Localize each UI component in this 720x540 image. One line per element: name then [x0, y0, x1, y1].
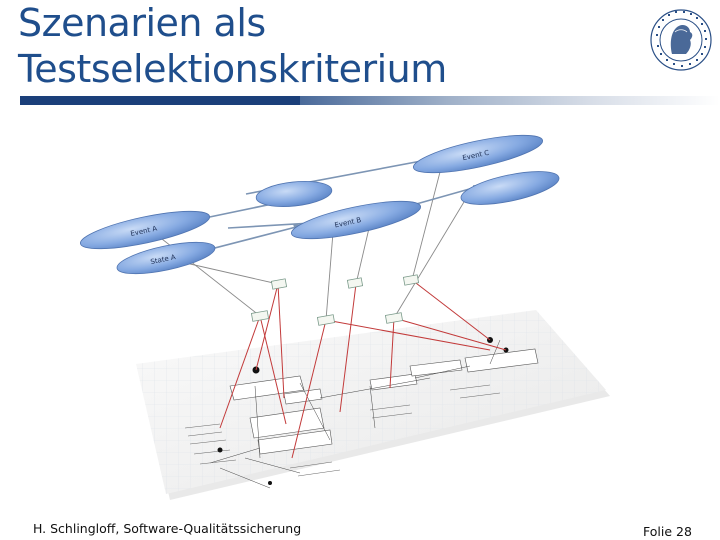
state-machine-sheet: [136, 310, 610, 500]
scenario-node-event-a: Event A: [79, 210, 211, 250]
slide-title-line-1: Szenarien als: [18, 1, 266, 45]
scenario-diagram: Event A State A Event B Event C: [79, 134, 610, 500]
red-trace-links: [219, 279, 507, 459]
title-underline-bar: [20, 96, 300, 105]
footer-slide-number: Folie 28: [643, 524, 692, 539]
slide-title-line-2: Testselektionskriterium: [18, 47, 447, 91]
scenario-node-event-c: Event C: [412, 134, 544, 174]
trace-markers: [250, 274, 420, 326]
university-seal-logo: [650, 9, 712, 71]
slide-title: Szenarien als Testselektionskriterium: [18, 0, 618, 92]
scenario-node-unlabeled-1: [255, 181, 333, 207]
scenario-node-event-b: Event B: [290, 200, 422, 240]
title-underline-gradient: [300, 96, 720, 105]
footer-author-course: H. Schlingloff, Software-Qualitätssicher…: [33, 521, 302, 536]
scenario-node-state-a: State A: [116, 241, 216, 275]
scenario-node-unlabeled-2: [460, 171, 560, 205]
